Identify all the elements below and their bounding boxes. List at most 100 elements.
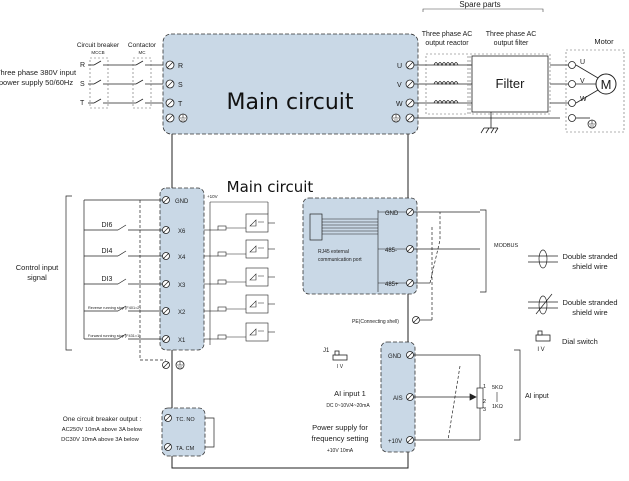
output-wires <box>414 64 568 119</box>
reactor-box <box>425 53 469 115</box>
main-circuit-title: Main circuit <box>226 90 353 115</box>
mccb-label: MCCB <box>91 50 104 55</box>
terminal-r: R <box>178 63 183 70</box>
terminal-v: V <box>397 82 402 89</box>
reactor-label-1: Three phase AC <box>422 31 473 38</box>
rs485-terminals <box>406 208 414 287</box>
resistor-1k-label: 1KΩ <box>492 404 503 410</box>
pot-num-2: 2 <box>483 399 486 405</box>
relay-tc-no-label: TC. NO <box>176 417 195 423</box>
contactor-label: Contactor <box>128 42 157 49</box>
relay-desc-1: One circuit breaker output : <box>63 416 142 423</box>
input-wires <box>88 60 172 104</box>
motor-label: Motor <box>594 37 614 46</box>
resistor-5k-label: 5KΩ <box>492 385 503 391</box>
analog-terminals <box>406 351 414 444</box>
optocouplers <box>204 201 275 345</box>
circuit-breaker-label: Circuit breaker <box>77 42 120 49</box>
pot-num-3: 3 <box>483 407 486 413</box>
shield-wire-icon <box>528 249 558 269</box>
filter-label: Filter <box>496 76 526 91</box>
output-terminals <box>391 60 415 123</box>
shield2-label-1: Double stranded <box>562 298 617 307</box>
main-circuit-subtitle: Main circuit <box>227 178 314 196</box>
dial-switch-icon <box>535 330 551 342</box>
modbus-wires <box>414 209 487 321</box>
rj45-port-icon <box>309 213 323 241</box>
shield-wire-icon <box>528 293 558 315</box>
di-input-wires <box>65 195 166 361</box>
control-x3-label: X3 <box>178 283 186 289</box>
j1-iv-label: I V <box>337 364 344 370</box>
relay-ta-cm-label: TA. CM <box>176 446 195 452</box>
ai-input1-range: DC 0~10V/4~20mA <box>326 403 370 409</box>
control-x1-label: X1 <box>178 338 186 344</box>
motor-symbol: M <box>601 77 612 92</box>
rs485-minus-label: 485- <box>385 248 397 254</box>
rj45-label-1: RJ45 external <box>318 249 349 255</box>
control-gnd-label: GND <box>175 199 189 205</box>
terminal-s: S <box>178 82 183 89</box>
di6-label: DI6 <box>102 222 113 229</box>
shield1-label-2: shield wire <box>572 262 607 271</box>
forward-stop-label: Forward running stop (F431=1) <box>88 334 141 338</box>
rj45-label-2: communication port <box>318 257 362 263</box>
terminal-u: U <box>397 63 402 70</box>
phase-s-label: S <box>80 81 85 88</box>
terminal-t: T <box>178 101 183 108</box>
filter-title-1: Three phase AC <box>486 31 537 38</box>
spare-parts-label: Spare parts <box>459 0 500 9</box>
reactor-coils <box>433 62 459 105</box>
motor-terminals <box>568 61 576 122</box>
control-terminals <box>162 196 170 343</box>
motor-terminal-w: W <box>580 96 587 103</box>
analog-ais-label: AIS <box>393 396 403 402</box>
relay-terminal-box <box>161 407 206 457</box>
power-freq-label-2: frequency setting <box>311 434 368 443</box>
control-x2-label: X2 <box>178 310 186 316</box>
motor-icon <box>595 73 617 95</box>
control-input-label-2: signal <box>27 273 47 282</box>
j1-switch-icon <box>332 350 348 361</box>
di4-label: DI4 <box>102 248 113 255</box>
terminal-w: W <box>396 101 403 108</box>
j1-label: J1 <box>323 348 330 354</box>
potentiometer-wires <box>414 349 521 441</box>
control-x6-label: X6 <box>178 229 186 235</box>
power-freq-label-3: +10V 10mA <box>327 448 354 454</box>
control-input-label-1: Control input <box>16 263 59 272</box>
ai-input1-label: AI input 1 <box>334 389 366 398</box>
motor-terminal-u: U <box>580 59 585 66</box>
pe-label: PE(Connecting shell) <box>352 319 399 325</box>
power-supply-label-2: power supply 50/60Hz <box>0 78 73 87</box>
filter-title-2: output filter <box>494 40 529 47</box>
shield2-label-2: shield wire <box>572 308 607 317</box>
power-supply-label-1: Three phase 380V input <box>0 68 77 77</box>
rs485-box <box>302 197 418 295</box>
mc-label: MC <box>139 50 147 55</box>
rs485-plus-label: 485+ <box>385 282 399 288</box>
dial-switch-label: Dial switch <box>562 337 598 346</box>
motor-box <box>565 49 625 133</box>
phase-t-label: T <box>80 100 85 107</box>
analog-gnd-label: GND <box>388 354 402 360</box>
di3-label: DI3 <box>102 276 113 283</box>
control-x4-label: X4 <box>178 255 186 261</box>
analog-10v-label: +10V <box>388 439 402 445</box>
reverse-stop-label: Reverse running stop (F401=2) <box>88 306 141 310</box>
pot-num-1: 1 <box>483 384 486 390</box>
relay-terminals <box>164 414 172 451</box>
dial-iv-label: I V <box>537 347 544 353</box>
modbus-label: MODBUS <box>494 243 518 249</box>
relay-desc-2: AC250V 10mA above 3A below <box>62 427 143 433</box>
filter-ground-icon <box>480 112 499 134</box>
reactor-label-2: output reactor <box>425 40 469 47</box>
ai-input-label: AI input <box>525 393 549 400</box>
plus10v-label: +10V <box>207 194 218 199</box>
power-freq-label-1: Power supply for <box>312 423 368 432</box>
control-terminal-box <box>159 187 205 351</box>
input-terminals <box>165 60 188 123</box>
filter-box <box>471 55 549 113</box>
